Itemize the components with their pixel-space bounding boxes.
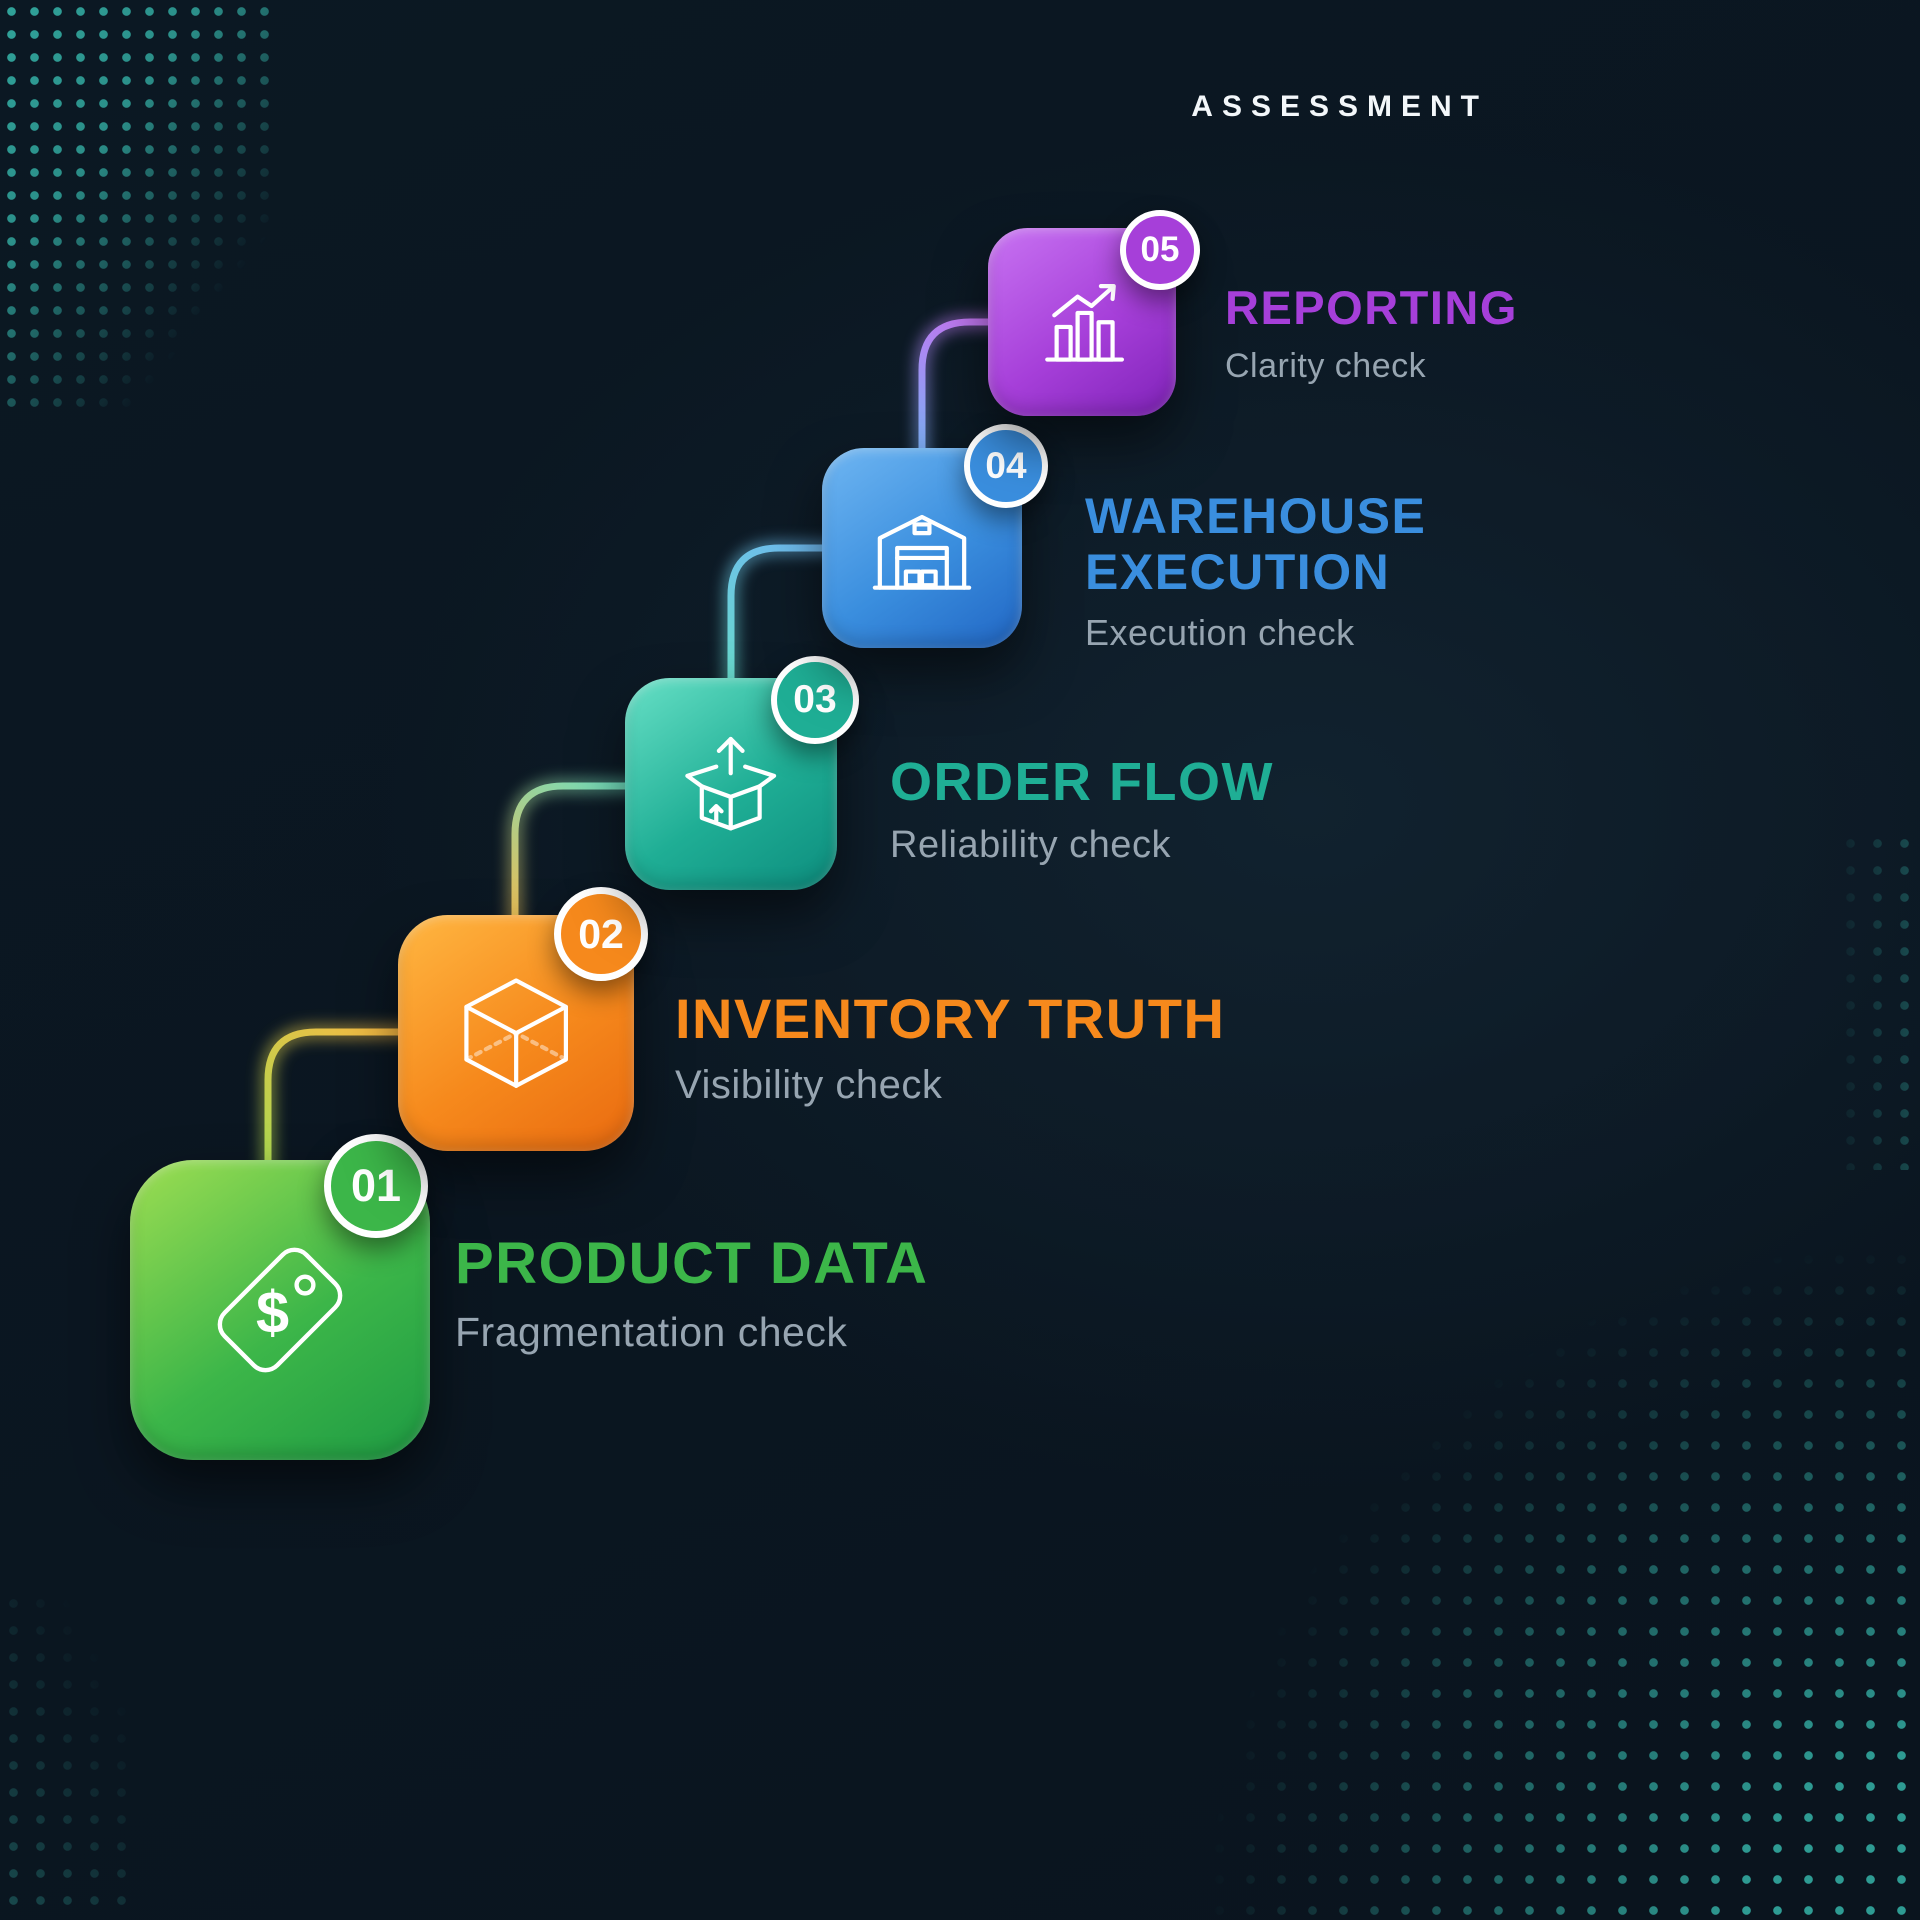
step-5-label: REPORTING Clarity check <box>1225 281 1518 386</box>
bar-chart-icon <box>1024 264 1141 381</box>
step-1-badge: 01 <box>324 1134 428 1238</box>
cube-icon <box>443 960 589 1106</box>
step-2-number: 02 <box>578 910 624 957</box>
dot-pattern-right-edge <box>1810 830 1920 1170</box>
warehouse-execution-tile: 04 <box>822 424 1048 648</box>
order-flow-tile: 03 <box>625 656 859 890</box>
step-1-subtitle: Fragmentation check <box>455 1308 848 1355</box>
step-2-subtitle: Visibility check <box>675 1062 943 1107</box>
step-4-number: 04 <box>985 445 1027 486</box>
assessment-label: ASSESSMENT <box>1191 90 1488 123</box>
step-3-label: ORDER FLOW Reliability check <box>890 752 1274 867</box>
step-4-subtitle: Execution check <box>1085 612 1355 653</box>
step-1-number: 01 <box>350 1160 402 1211</box>
step-1-title: PRODUCT DATA <box>455 1231 929 1296</box>
step-3-title: ORDER FLOW <box>890 752 1274 812</box>
step-5-subtitle: Clarity check <box>1225 346 1427 385</box>
price-tag-icon: $ <box>187 1217 373 1403</box>
step-4-title: WAREHOUSE EXECUTION <box>1085 488 1427 600</box>
step-5-title: REPORTING <box>1225 281 1518 334</box>
product-data-tile: $ 01 <box>130 1134 430 1460</box>
warehouse-icon <box>860 486 984 610</box>
step-4-badge: 04 <box>964 424 1048 508</box>
step-5-badge: 05 <box>1120 210 1200 290</box>
step-5-number: 05 <box>1140 230 1180 269</box>
dollar-glyph: $ <box>256 1278 289 1345</box>
step-2-title: INVENTORY TRUTH <box>675 987 1226 1050</box>
step-4-label: WAREHOUSE EXECUTION Execution check <box>1085 488 1525 654</box>
reporting-tile: 05 <box>988 210 1200 416</box>
step-1-label: PRODUCT DATA Fragmentation check <box>455 1231 929 1356</box>
step-3-badge: 03 <box>771 656 859 744</box>
step-2-badge: 02 <box>554 887 648 981</box>
dot-pattern-bottom-left <box>0 1590 130 1920</box>
step-3-number: 03 <box>793 678 837 721</box>
dot-pattern-top-left <box>0 0 270 420</box>
step-2-label: INVENTORY TRUTH Visibility check <box>675 987 1226 1108</box>
dot-pattern-bottom-right <box>1080 1120 1920 1920</box>
inventory-truth-tile: 02 <box>398 887 648 1151</box>
open-box-icon <box>665 718 796 849</box>
step-3-subtitle: Reliability check <box>890 824 1171 867</box>
